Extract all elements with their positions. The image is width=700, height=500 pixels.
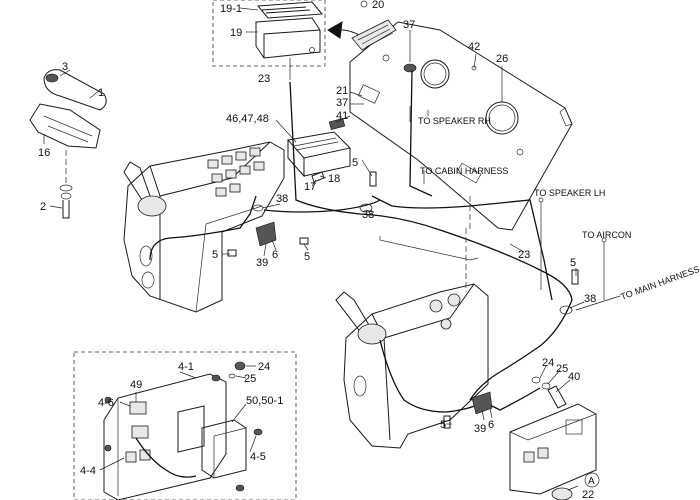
grommet-37 (403, 63, 417, 73)
callout-1: 1 (98, 87, 104, 99)
inset-radio-cover (212, 0, 326, 80)
left-console (123, 141, 285, 313)
armrest-pad-1 (43, 69, 107, 111)
callout-38-left: 38 (276, 193, 288, 205)
switch-bank (207, 147, 265, 197)
callout-leaders (43, 30, 585, 491)
rear-speaker-panel (349, 19, 573, 231)
part-22 (551, 487, 573, 500)
note-speaker-lh: TO SPEAKER LH (534, 188, 605, 198)
inset-dashed-frame-2 (73, 351, 297, 500)
note-speaker-rh: TO SPEAKER RH (418, 116, 491, 126)
left-console-outline (123, 141, 285, 313)
bolt-2 (62, 200, 70, 219)
callout-25-right: 25 (556, 363, 568, 375)
radio-cover-top (256, 1, 324, 19)
callout-5-right: 5 (570, 257, 576, 269)
connector-39-right (471, 391, 493, 415)
detail-marker-A (584, 472, 600, 488)
callout-5-a: 5 (352, 157, 358, 169)
bracket-16 (29, 103, 101, 149)
callout-22: 22 (582, 489, 594, 500)
callout-4-6: 4-6 (98, 397, 114, 409)
callout-37-top: 37 (403, 19, 415, 31)
right-bracket-plate (509, 403, 597, 495)
wire-harnesses (149, 69, 579, 429)
callout-6-right: 6 (488, 419, 494, 431)
callout-6-left: 6 (272, 249, 278, 261)
callout-39-left: 39 (256, 257, 268, 269)
connector-39-left (255, 221, 277, 247)
callout-4-1: 4-1 (178, 361, 194, 373)
callout-4-5: 4-5 (250, 451, 266, 463)
callout-18: 18 (328, 173, 340, 185)
right-joystick (335, 291, 373, 335)
callout-24-left: 24 (258, 361, 270, 373)
speaker-grille-rh (420, 59, 450, 89)
harness-23 (289, 81, 573, 301)
right-console (335, 283, 489, 449)
callout-46-47-48: 46,47,48 (226, 113, 269, 125)
callout-39-right: 39 (474, 423, 486, 435)
module-4-5 (177, 405, 205, 453)
callout-5-bottom: 5 (440, 419, 446, 431)
routing-notes: TO SPEAKER RH TO CABIN HARNESS TO SPEAKE… (418, 116, 700, 302)
callout-24-right: 24 (542, 357, 554, 369)
note-aircon: TO AIRCON (582, 230, 631, 240)
callout-50: 50,50-1 (246, 395, 283, 407)
callout-4-4: 4-4 (80, 465, 96, 477)
right-bracket-assembly (509, 376, 597, 500)
callout-26: 26 (496, 53, 508, 65)
module-50 (201, 419, 247, 479)
callout-37-mid: 37 (336, 97, 348, 109)
callout-38-mid: 38 (362, 209, 374, 221)
callout-21: 21 (336, 85, 348, 97)
routing-lines (379, 106, 621, 311)
bracket-41 (328, 117, 346, 131)
inset-dashed-frame (212, 0, 326, 67)
left-joystick (123, 161, 151, 201)
callout-2: 2 (40, 201, 46, 213)
callout-A: A (588, 476, 595, 487)
radio-cover-body (255, 17, 321, 59)
callout-41: 41 (336, 110, 348, 122)
bracket-plate (103, 373, 227, 500)
radio-unit (287, 117, 352, 178)
callout-23-top: 23 (258, 73, 270, 85)
callout-40: 40 (568, 371, 580, 383)
connector-20 (351, 19, 397, 51)
armrest-parts (29, 69, 107, 219)
callout-17: 17 (304, 181, 316, 193)
callout-42: 42 (468, 41, 480, 53)
inset-controller-bracket (73, 351, 297, 500)
callout-19: 19 (230, 27, 242, 39)
callout-labels: 20 19-1 19 37 42 26 3 1 16 2 23 21 37 41… (38, 0, 600, 500)
callout-25-left: 25 (244, 373, 256, 385)
panel-outline (349, 21, 573, 231)
callout-23-right: 23 (518, 249, 530, 261)
callout-5-c: 5 (304, 251, 310, 263)
plug-3 (45, 73, 59, 83)
callout-16: 16 (38, 147, 50, 159)
right-console-outline (343, 283, 489, 449)
callout-49: 49 (130, 379, 142, 391)
callout-5-left: 5 (212, 249, 218, 261)
note-cabin-harness: TO CABIN HARNESS (420, 166, 508, 176)
callout-3: 3 (62, 61, 68, 73)
callout-19-1: 19-1 (220, 3, 242, 15)
callout-38-right: 38 (584, 293, 596, 305)
callout-20: 20 (372, 0, 384, 11)
note-main-harness: TO MAIN HARNESS (619, 264, 700, 302)
